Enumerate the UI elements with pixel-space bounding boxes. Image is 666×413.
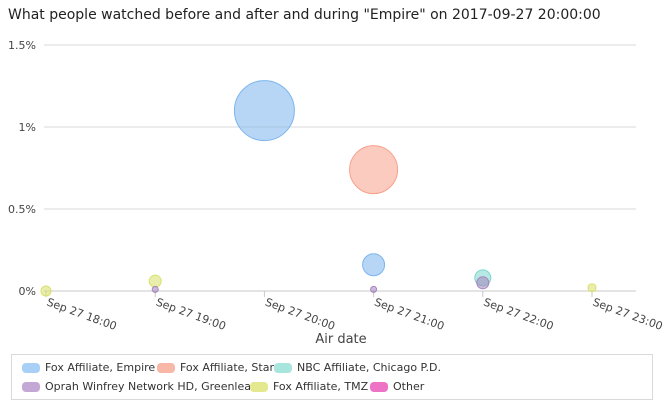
legend-label: NBC Affiliate, Chicago P.D. (297, 361, 441, 374)
legend-item-other[interactable]: Other (370, 380, 424, 393)
chart-title: What people watched before and after and… (8, 7, 601, 23)
y-axis-ticks: 0% 0.5% 1% 1.5% (8, 39, 36, 298)
bubble-series (40, 80, 597, 297)
legend-swatch (370, 381, 388, 392)
legend-item-nbc-chicago-pd[interactable]: NBC Affiliate, Chicago P.D. (274, 361, 441, 374)
bubble-point (148, 274, 162, 288)
legend-swatch (157, 362, 175, 373)
bubble-point (587, 283, 597, 293)
x-tick-label: Sep 27 21:00 (373, 296, 446, 333)
grid-lines (44, 44, 636, 292)
x-axis-label: Air date (315, 332, 366, 347)
bubble-point (370, 285, 378, 293)
legend-item-fox-star[interactable]: Fox Affiliate, Star (157, 361, 274, 374)
y-tick-label: 0% (19, 285, 36, 298)
x-tick-label: Sep 27 18:00 (45, 296, 118, 333)
bubble-point (349, 145, 399, 195)
legend-item-fox-empire[interactable]: Fox Affiliate, Empire (22, 361, 155, 374)
bubble-point (151, 285, 159, 293)
bubble-point (233, 80, 295, 142)
x-axis-ticks: Sep 27 18:00 Sep 27 19:00 Sep 27 20:00 Sep … (45, 291, 664, 333)
legend-label: Other (393, 380, 425, 393)
legend-label: Fox Affiliate, Star (180, 361, 274, 374)
x-tick-label: Sep 27 23:00 (591, 296, 664, 333)
legend-label: Oprah Winfrey Network HD, Greenleaf (45, 380, 255, 393)
legend-label: Fox Affiliate, Empire (45, 361, 156, 374)
bubble-point (476, 276, 490, 290)
y-tick-label: 0.5% (8, 203, 36, 216)
legend-swatch (274, 362, 292, 373)
x-tick-label: Sep 27 22:00 (482, 296, 555, 333)
y-tick-label: 1% (19, 121, 36, 134)
x-tick-label: Sep 27 20:00 (263, 296, 336, 333)
legend-swatch (22, 362, 40, 373)
y-tick-label: 1.5% (8, 39, 36, 52)
legend-swatch (22, 381, 40, 392)
legend-item-fox-tmz[interactable]: Fox Affiliate, TMZ (250, 380, 368, 393)
legend-swatch (250, 381, 268, 392)
bubble-point (40, 285, 52, 297)
bubble-point (362, 253, 386, 277)
x-tick-label: Sep 27 19:00 (154, 296, 227, 333)
legend: Fox Affiliate, Empire Fox Affiliate, Sta… (11, 354, 653, 400)
legend-label: Fox Affiliate, TMZ (273, 380, 369, 393)
legend-item-own-greenleaf[interactable]: Oprah Winfrey Network HD, Greenleaf (22, 380, 255, 393)
